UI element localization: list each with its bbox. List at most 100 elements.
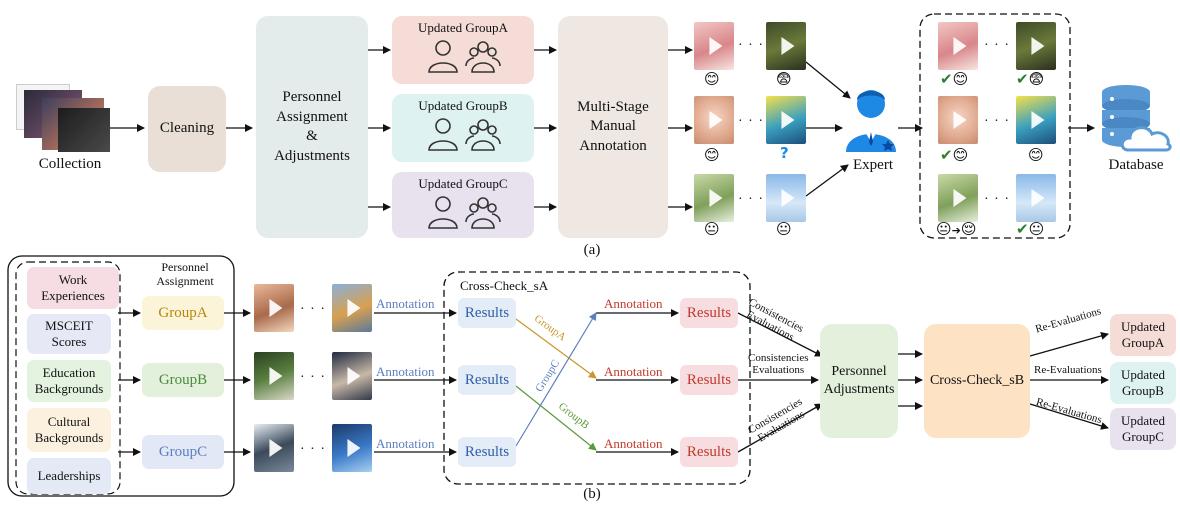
annotation-line-3: Annotation [579,137,647,154]
media-thumbnail [766,174,806,222]
media-thumbnail [694,22,734,70]
media-thumbnail [766,22,806,70]
attribute-leaderships: Leaderships [27,458,111,494]
media-thumbnail [254,352,294,400]
annotation-label-red-a: Annotation [604,296,663,311]
updated-group-b-label: Updated GroupB [418,98,508,113]
media-thumbnail [694,96,734,144]
personnel-adjustments-line-1: Personnel [831,363,887,379]
happy-emoji-icon: 😊 [1028,146,1044,164]
check-neutral-icon: ✔😐 [1016,220,1045,238]
attribute-education-backgrounds: Education Backgrounds [27,360,111,402]
ellipsis: · · · [738,192,764,207]
attribute-cultural-backgrounds: Cultural Backgrounds [27,408,111,452]
panel-a-caption: (a) [583,242,601,258]
media-thumbnail [694,174,734,222]
ellipsis: · · · [300,302,326,317]
neutral-to-relieved-icon: 😐➔😌 [936,220,977,238]
ellipsis: · · · [984,38,1010,53]
check-happy-icon: ✔😊 [940,70,969,88]
arrow-row1-expert [805,61,851,99]
updated-group-a-box: Updated GroupA [392,16,534,84]
group-a-box: GroupA [142,296,224,330]
personnel-frame [7,255,235,497]
media-thumbnail [938,174,978,222]
personnel-assignment-line-1: Personnel [161,260,209,274]
person-icon [428,40,501,73]
updated-group-c-line-1: Updated [1120,413,1166,429]
consistencies-line-2: Evaluations [752,364,805,377]
ellipsis: · · · [984,114,1010,129]
database-icon [1102,85,1172,152]
annotation-label-b: Annotation [376,364,435,379]
cross-check-a-title: Cross-Check_sA [460,278,549,293]
verified-frame [919,13,1071,239]
ellipsis: · · · [738,38,764,53]
ellipsis: · · · [300,370,326,385]
neutral-emoji-icon: 😐 [776,220,792,238]
group-b-box: GroupB [142,363,224,397]
updated-group-c-result: Updated GroupC [1110,408,1176,450]
cross-check-a-frame [443,271,751,485]
media-thumbnail [1016,96,1056,144]
consistencies-line-1: Consistencies [748,352,809,364]
annotation-line-1: Multi-Stage [577,98,649,115]
happy-emoji-icon: 😊 [704,146,720,164]
updated-group-b-line-2: GroupB [1122,383,1164,398]
media-thumbnail [766,96,806,144]
arrow-to-updated-c [1029,403,1109,430]
annotation-label-a: Annotation [376,296,435,311]
results-red-c: Results [680,437,738,467]
expert-label: Expert [853,157,893,173]
ellipsis: · · · [984,192,1010,207]
collection-image-stack [16,84,112,154]
cross-arrow-groupb [515,385,597,451]
media-thumbnail [1016,22,1056,70]
media-thumbnail [254,424,294,472]
multi-stage-annotation-box: Multi-Stage Manual Annotation [558,16,668,238]
fearful-emoji-icon: 😨 [776,70,792,88]
media-thumbnail [332,352,372,400]
media-thumbnail [332,284,372,332]
personnel-assignment-label: Personnel Assignment [140,260,230,289]
media-thumbnail [254,284,294,332]
arrow-results-a-adjust [737,312,823,357]
ellipsis: · · · [300,442,326,457]
check-happy-icon: ✔😊 [940,146,969,164]
results-blue-b: Results [458,365,516,395]
updated-group-b-box: Updated GroupB [392,94,534,162]
results-red-a: Results [680,298,738,328]
database-label: Database [1108,157,1164,173]
happy-emoji-icon: 😊 [704,70,720,88]
check-fearful-icon: ✔😨 [1016,70,1045,88]
updated-group-b-line-1: Updated [1120,367,1166,383]
cleaning-box: Cleaning [148,86,226,172]
ellipsis: · · · [738,114,764,129]
cross-check-b-box: Cross-Check_sB [924,324,1030,438]
updated-group-c-line-2: GroupC [1122,429,1164,444]
attributes-frame [15,261,121,495]
arrow-results-c-adjust [737,403,823,453]
question-mark: ? [780,144,789,162]
updated-group-a-label: Updated GroupA [418,20,508,35]
annotation-label-red-b: Annotation [604,364,663,379]
updated-group-a-line-2: GroupA [1121,335,1165,350]
arrow-to-updated-a [1029,332,1109,357]
collection-label: Collection [38,156,102,172]
updated-group-c-box: Updated GroupC [392,172,534,238]
cross-arrow-groupa [515,318,597,379]
attribute-work-experiences: Work Experiences [27,267,119,309]
updated-group-a-result: Updated GroupA [1110,314,1176,356]
panel-b-caption: (b) [583,486,601,502]
updated-group-c-label: Updated GroupC [418,176,508,191]
consistencies-label-mid: Consistencies Evaluations [748,352,809,376]
personnel-assignment-line-2: Assignment [156,274,214,289]
media-thumbnail [938,22,978,70]
personnel-line-1: Personnel [282,89,342,105]
media-thumbnail [938,96,978,144]
media-thumbnail [332,424,372,472]
media-thumbnail [1016,174,1056,222]
person-icon [428,196,501,229]
personnel-line-2: Assignment [276,108,348,125]
